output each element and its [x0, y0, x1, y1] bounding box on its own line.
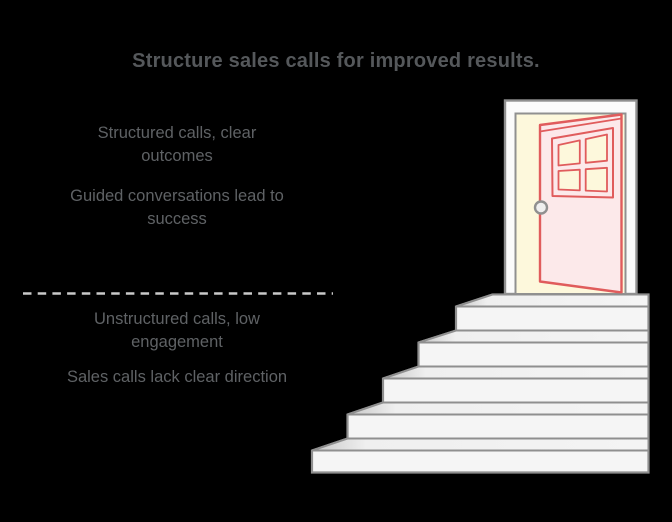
text-block-guided-conversations: Guided conversations lead to success	[24, 185, 330, 230]
stair-tread-top	[455, 293, 650, 308]
window-frame	[551, 127, 614, 199]
staircase-icon	[310, 293, 650, 474]
text-block-lack-direction: Sales calls lack clear direction	[24, 366, 330, 389]
door-frame	[503, 99, 638, 296]
text-line: outcomes	[141, 146, 213, 165]
text-line: engagement	[131, 332, 223, 351]
stair-tread	[382, 365, 650, 380]
text-block-structured-calls: Structured calls, clear outcomes	[24, 122, 330, 167]
door-top-edge	[539, 117, 622, 133]
text-block-unstructured-calls: Unstructured calls, low engagement	[24, 308, 330, 353]
door-window-icon	[551, 127, 614, 199]
window-pane-bottom-right	[584, 166, 608, 193]
text-line: Structured calls, clear	[97, 124, 257, 142]
text-line: Guided conversations lead to	[70, 187, 284, 205]
window-pane-top-right	[584, 133, 608, 164]
stair-tread	[347, 401, 650, 416]
stair-tread-bottom	[311, 437, 650, 452]
doorway-opening	[514, 112, 627, 295]
open-door-icon	[503, 99, 638, 296]
text-line: Sales calls lack clear direction	[66, 368, 288, 386]
page-title: Structure sales calls for improved resul…	[132, 50, 540, 72]
window-pane-bottom-left	[557, 168, 581, 192]
staircase-silhouette	[310, 293, 650, 474]
door-panel	[538, 113, 623, 294]
stair-tread	[418, 329, 650, 344]
text-line: success	[147, 209, 207, 228]
text-line: Unstructured calls, low	[94, 310, 260, 328]
door-knob-icon	[533, 200, 549, 215]
window-pane-top-left	[557, 139, 581, 167]
